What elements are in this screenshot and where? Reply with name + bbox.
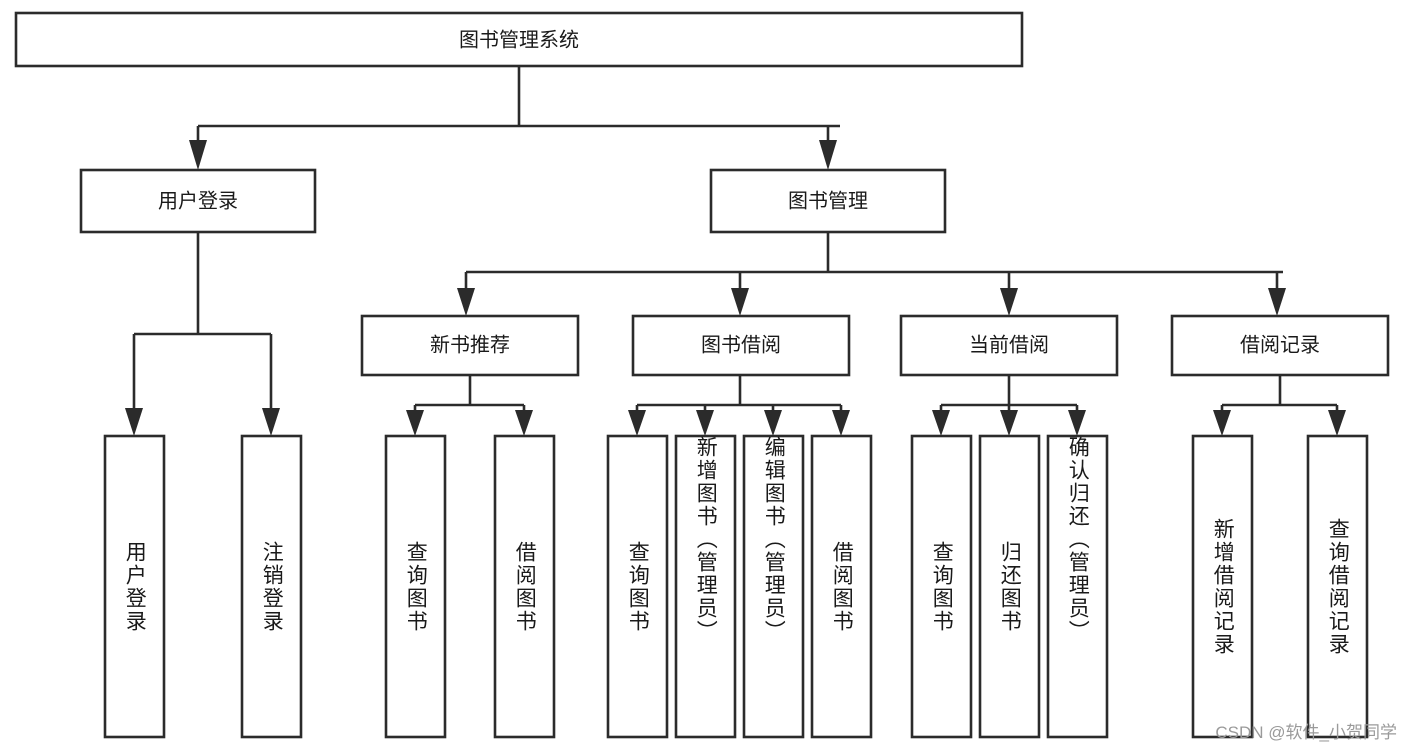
node-user-login[interactable]: 用户登录 [79, 168, 317, 234]
node-book-manage-label: 图书管理 [788, 189, 868, 212]
leaf-box-borrow-2[interactable] [674, 434, 737, 739]
leaf-box-current-3[interactable] [1046, 434, 1109, 739]
leaf-box-recommend-2[interactable] [493, 434, 556, 739]
arrow-root-to-user-login [189, 140, 207, 170]
leaf-box-borrow-3[interactable] [742, 434, 805, 739]
node-current-borrow[interactable]: 当前借阅 [899, 314, 1119, 377]
node-user-login-label: 用户登录 [158, 189, 238, 212]
arrow-record-leaf-2 [1328, 410, 1346, 436]
connector-group-borrow [628, 375, 850, 436]
arrow-book-manage-to-current [1000, 288, 1018, 316]
node-new-book-recommend[interactable]: 新书推荐 [360, 314, 580, 377]
arrow-borrow-leaf-2 [696, 410, 714, 436]
arrow-borrow-leaf-1 [628, 410, 646, 436]
arrow-borrow-leaf-3 [764, 410, 782, 436]
arrow-user-login-leaf-1 [125, 408, 143, 436]
arrow-book-manage-to-recommend [457, 288, 475, 316]
arrow-recommend-leaf-1 [406, 410, 424, 436]
leaf-box-user-login-1[interactable] [103, 434, 166, 739]
leaf-box-current-1[interactable] [910, 434, 973, 739]
node-new-book-recommend-label: 新书推荐 [430, 333, 510, 356]
node-book-borrow[interactable]: 图书借阅 [631, 314, 851, 377]
arrow-recommend-leaf-2 [515, 410, 533, 436]
leaf-box-user-login-2[interactable] [240, 434, 303, 739]
node-root-label: 图书管理系统 [459, 28, 579, 51]
node-new-book-recommend-box[interactable] [360, 314, 580, 377]
watermark: CSDN @软件_小贺同学 [1215, 723, 1397, 742]
arrow-borrow-leaf-4 [832, 410, 850, 436]
node-borrow-record-box[interactable] [1170, 314, 1390, 377]
node-book-borrow-box[interactable] [631, 314, 851, 377]
node-user-login-box[interactable] [79, 168, 317, 234]
arrow-user-login-leaf-2 [262, 408, 280, 436]
leaf-box-borrow-1[interactable] [606, 434, 669, 739]
leaf-box-current-2[interactable] [978, 434, 1041, 739]
node-current-borrow-label: 当前借阅 [969, 333, 1049, 356]
arrow-root-to-book-manage [819, 140, 837, 170]
connector-group-book-manage [457, 232, 1286, 316]
node-current-borrow-box[interactable] [899, 314, 1119, 377]
arrow-current-leaf-1 [932, 410, 950, 436]
arrow-current-leaf-3 [1068, 410, 1086, 436]
connector-group-root [189, 66, 840, 170]
connector-group-current [932, 375, 1086, 436]
arrow-record-leaf-1 [1213, 410, 1231, 436]
node-book-borrow-label: 图书借阅 [701, 333, 781, 356]
leaf-box-borrow-4[interactable] [810, 434, 873, 739]
arrow-current-leaf-2 [1000, 410, 1018, 436]
node-root[interactable]: 图书管理系统 [14, 11, 1024, 68]
node-book-manage-box[interactable] [709, 168, 947, 234]
connector-group-user-login [125, 232, 280, 436]
node-borrow-record-label: 借阅记录 [1240, 333, 1320, 356]
node-root-box[interactable] [14, 11, 1024, 68]
connector-group-recommend [406, 375, 533, 436]
arrow-book-manage-to-record [1268, 288, 1286, 316]
leaf-box-record-2[interactable] [1306, 434, 1369, 739]
leaf-box-recommend-1[interactable] [384, 434, 447, 739]
arrow-book-manage-to-borrow [731, 288, 749, 316]
node-borrow-record[interactable]: 借阅记录 [1170, 314, 1390, 377]
leaf-box-record-1[interactable] [1191, 434, 1254, 739]
connector-group-record [1213, 375, 1346, 436]
node-book-manage[interactable]: 图书管理 [709, 168, 947, 234]
